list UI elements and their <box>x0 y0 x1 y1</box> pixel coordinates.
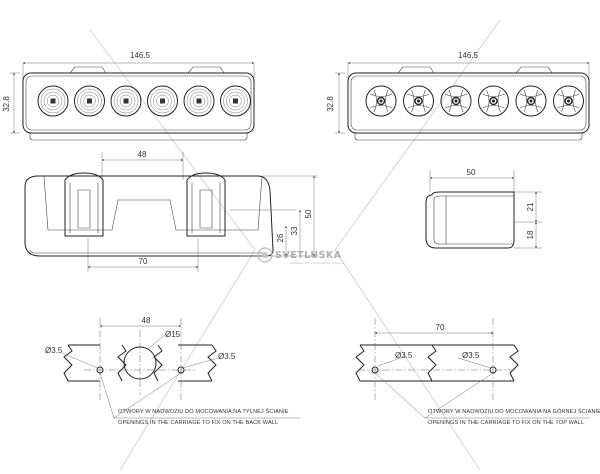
front-right-led-5 <box>515 85 547 117</box>
front-right-width-dim: 146.5 <box>458 51 479 60</box>
mount-back-note-en: OPENINGS IN THE CARRIAGE TO FIX ON THE B… <box>118 420 278 426</box>
end-view: 50 21 18 <box>425 168 542 249</box>
mount-back-dim-d35-left: Ø3.5 <box>45 346 63 355</box>
mount-top-dim-d35-left: Ø3.5 <box>395 351 413 360</box>
side-dim-50: 50 <box>304 209 313 218</box>
mount-back-note-pl: OTWORY W NADWOZIU DO MOCOWANIA NA TYLNEJ… <box>118 407 289 415</box>
front-right-led-3 <box>440 85 472 117</box>
mount-top-note-en: OPENINGS IN THE CARRIAGE TO FIX ON THE T… <box>428 420 584 426</box>
front-view-left: 146.5 32.8 <box>2 51 255 141</box>
mount-back-dim-d15: Ø15 <box>165 330 181 339</box>
front-left-led-6 <box>220 85 251 117</box>
front-left-led-1 <box>37 85 69 117</box>
front-right-led-4 <box>478 85 509 117</box>
watermark-subtitle: osvětlení pro automobilový průmysl <box>290 261 344 265</box>
end-dim-21: 21 <box>526 202 535 211</box>
end-dim-50: 50 <box>467 168 476 177</box>
side-dim-33: 33 <box>290 226 299 235</box>
front-right-led-6 <box>553 85 584 117</box>
mount-top-view: 70 Ø3.5 Ø3.5 OTWORY W NADWOZIU DO MOCOWA… <box>355 318 600 426</box>
front-left-led-5 <box>183 85 215 117</box>
front-right-led-2 <box>403 85 434 117</box>
side-view: 48 70 26 33 50 <box>24 150 318 272</box>
mount-top-dim-d35-right: Ø3.5 <box>462 351 480 360</box>
front-left-width-dim: 146.5 <box>130 51 151 60</box>
watermark-lines <box>89 19 501 471</box>
front-right-height-dim: 32.8 <box>326 96 335 112</box>
mount-back-dim-d35-right: Ø3.5 <box>218 352 236 361</box>
mount-back-dim-48: 48 <box>142 316 151 325</box>
mount-top-dim-70: 70 <box>436 323 445 332</box>
watermark-logo: SVETLUSKA osvětlení pro automobilový prů… <box>257 247 344 265</box>
front-left-led-2 <box>74 85 105 117</box>
side-dim-70: 70 <box>139 257 148 266</box>
front-left-led-4 <box>147 85 178 117</box>
front-right-led-1 <box>365 85 397 117</box>
front-left-led-3 <box>110 85 142 117</box>
mount-back-view: 48 Ø15 Ø3.5 Ø3.5 OTWORY W NADWOZIU DO MO… <box>45 316 300 426</box>
mount-top-note-pl: OTWORY W NADWOZIU DO MOCOWANIA NA GÓRNEJ… <box>428 407 600 415</box>
side-dim-48: 48 <box>138 150 147 159</box>
side-dim-26: 26 <box>276 233 285 242</box>
front-view-right: 146.5 32.8 <box>326 51 590 141</box>
watermark-text: SVETLUSKA <box>275 250 342 261</box>
end-dim-18: 18 <box>526 230 535 239</box>
front-left-height-dim: 32.8 <box>2 96 11 112</box>
